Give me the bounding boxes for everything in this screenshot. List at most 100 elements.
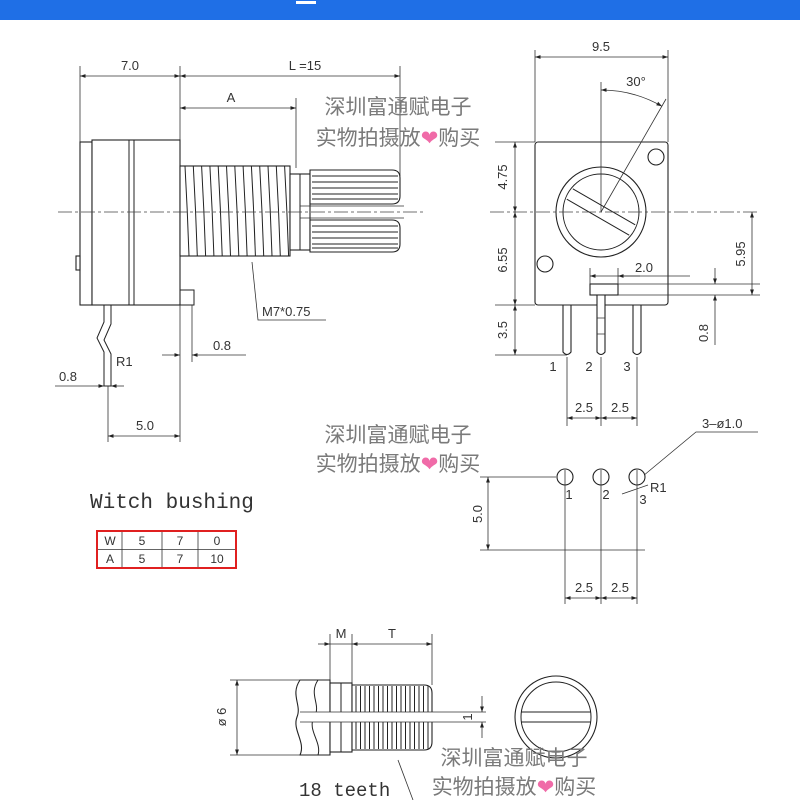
hole-radius-label: R1 bbox=[650, 480, 667, 495]
watermark-line-1: 深圳富通赋电子 bbox=[325, 424, 472, 447]
thread-line bbox=[209, 165, 215, 257]
table-cell: 5 bbox=[139, 534, 146, 548]
dim-t-label: T bbox=[388, 626, 396, 641]
radius-leader bbox=[621, 484, 649, 495]
dim-tab-thickness-label: 0.8 bbox=[696, 324, 711, 342]
dim-slot-label: 1 bbox=[460, 713, 475, 720]
table-cell: 5 bbox=[139, 552, 146, 566]
pin-offset-extension-lines bbox=[107, 305, 181, 442]
dim-body-label: 7.0 bbox=[121, 58, 139, 73]
watermark-top: 深圳富通赋电子 实物拍摄放❤购买 bbox=[316, 96, 481, 150]
shaft-end-outer bbox=[514, 675, 598, 759]
pin-2 bbox=[596, 294, 606, 356]
thread-leader bbox=[251, 261, 326, 321]
dim-row-offset-label: 5.0 bbox=[470, 505, 485, 523]
side-view: 7.0 L =15 A R1 M7*0.75 0.8 bbox=[55, 58, 425, 442]
watermark-text: 实物拍摄放 bbox=[316, 453, 421, 476]
pin-number-3: 3 bbox=[623, 359, 630, 374]
thread-line bbox=[192, 165, 198, 257]
holes-leader bbox=[642, 431, 758, 477]
shaft-slot bbox=[300, 712, 486, 722]
terminal-pin bbox=[96, 305, 112, 387]
shaft-lower-half bbox=[309, 219, 401, 253]
table-cell: 0 bbox=[214, 534, 221, 548]
heart-icon: ❤ bbox=[421, 453, 439, 476]
dim-pin-thickness-label: 0.8 bbox=[59, 369, 77, 384]
shaft-end-inner bbox=[520, 681, 592, 753]
header-background bbox=[0, 0, 800, 20]
mt-extension-lines bbox=[329, 634, 433, 685]
mounting-bracket bbox=[92, 256, 195, 306]
dim-right-label: 5.95 bbox=[733, 241, 748, 266]
table-cell: 7 bbox=[177, 552, 184, 566]
dim-length-label: L =15 bbox=[289, 58, 321, 73]
dim-width-label: 9.5 bbox=[592, 39, 610, 54]
thread-line bbox=[201, 165, 207, 257]
angle-label: 30° bbox=[626, 74, 646, 89]
pitch-extension-lines bbox=[566, 357, 638, 426]
bushing-table-title: Witch bushing bbox=[90, 492, 254, 515]
shaft-upper-half bbox=[309, 169, 401, 205]
thread-line bbox=[259, 165, 265, 257]
dim-pin-length-label: 3.5 bbox=[495, 321, 510, 339]
heart-icon: ❤ bbox=[421, 127, 439, 150]
thread-line bbox=[242, 165, 248, 257]
watermark-line-2: 实物拍摄放❤购买 bbox=[316, 127, 481, 150]
header-banner bbox=[0, 0, 800, 20]
thread-line bbox=[275, 165, 281, 257]
shaft-slot-lines bbox=[300, 205, 404, 219]
pin-2-detail bbox=[597, 317, 605, 335]
thread-lines bbox=[184, 165, 290, 257]
shaft-slot-edges bbox=[300, 711, 486, 723]
pin-3 bbox=[632, 304, 642, 356]
mounting-hole-bottom bbox=[536, 255, 554, 273]
thread-line bbox=[217, 165, 223, 257]
watermark-text: 购买 bbox=[554, 776, 596, 799]
table-cell: 10 bbox=[210, 552, 224, 566]
thread-line bbox=[184, 165, 190, 257]
table-cell: W bbox=[104, 534, 116, 548]
pin-1 bbox=[562, 304, 572, 356]
watermark-line-2: 实物拍摄放❤购买 bbox=[316, 453, 481, 476]
bushing-table: Witch bushing W 5 7 0 A 5 7 10 bbox=[90, 492, 254, 569]
watermark-middle: 深圳富通赋电子 实物拍摄放❤购买 bbox=[316, 424, 481, 476]
table-cell: A bbox=[106, 552, 114, 566]
dim-a-label: A bbox=[227, 90, 236, 105]
holes-label: 3–ø1.0 bbox=[702, 416, 742, 431]
shaft-knurl-lines bbox=[312, 175, 398, 249]
angle-arc bbox=[600, 88, 663, 107]
table-cell: 7 bbox=[177, 534, 184, 548]
dim-diameter-label: ø 6 bbox=[214, 708, 229, 727]
watermark-line-1: 深圳富通赋电子 bbox=[325, 96, 472, 119]
watermark-text: 购买 bbox=[438, 453, 480, 476]
dim-bottom-label: 6.55 bbox=[495, 247, 510, 272]
housing-tab bbox=[75, 255, 81, 271]
housing bbox=[91, 139, 181, 306]
watermark-text: 购买 bbox=[438, 127, 480, 150]
pin-radius-label: R1 bbox=[116, 354, 133, 369]
shaft-detail: M T ø 6 1 18 teeth bbox=[214, 626, 598, 800]
extension-lines bbox=[79, 66, 401, 176]
teeth-label: 18 teeth bbox=[299, 780, 390, 800]
dim-hole-pitch-label-1: 2.5 bbox=[575, 580, 593, 595]
thread-line bbox=[250, 165, 256, 257]
hole-extension-lines bbox=[480, 470, 645, 604]
shaft-end-slot bbox=[521, 711, 591, 723]
pin-number-2: 2 bbox=[585, 359, 592, 374]
terminal-tab bbox=[589, 283, 619, 296]
hole-number-3: 3 bbox=[639, 492, 646, 507]
dim-bracket-label: 0.8 bbox=[213, 338, 231, 353]
thread-line bbox=[226, 165, 231, 257]
hole-number-1: 1 bbox=[565, 487, 572, 502]
watermark-text: 实物拍摄放 bbox=[432, 776, 537, 799]
table-grid bbox=[98, 532, 235, 567]
hole-number-2: 2 bbox=[602, 487, 609, 502]
header-dash-icon bbox=[296, 1, 316, 4]
front-view: 9.5 30° 4.75 6.55 3.5 2.0 5.95 0.8 bbox=[490, 39, 760, 426]
thread-label: M7*0.75 bbox=[262, 304, 310, 319]
hole-pattern: 3–ø1.0 1 2 3 R1 5.0 2.5 2.5 bbox=[470, 416, 758, 604]
diameter-extension-lines bbox=[230, 679, 300, 756]
angle-rotated-line bbox=[600, 98, 667, 213]
watermark-bottom: 深圳富通赋电子 实物拍摄放❤购买 bbox=[432, 747, 597, 799]
